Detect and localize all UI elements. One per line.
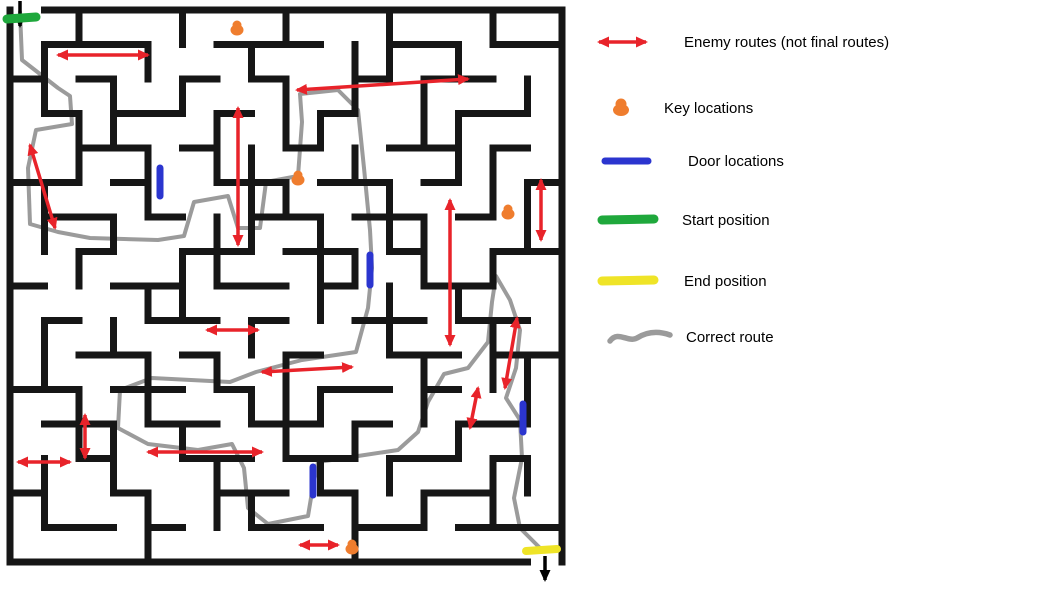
- legend-icons-layer: [597, 36, 673, 344]
- enemy-route-arrow: [27, 143, 58, 230]
- enemy-route-arrow: [295, 74, 470, 95]
- end-position-icon: [597, 275, 659, 286]
- legend-label-enemy-routes: Enemy routes (not final routes): [684, 34, 890, 51]
- key-location: [347, 539, 357, 549]
- key-location: [232, 20, 242, 30]
- end-position-marker: [522, 545, 561, 555]
- correct-route-icon: [607, 329, 673, 344]
- enemy-route-arrow: [466, 386, 482, 430]
- key-location: [503, 204, 513, 214]
- start-position-icon: [597, 214, 659, 225]
- legend-label-end-position: End position: [684, 273, 767, 290]
- enemy-route-arrow: [260, 362, 354, 377]
- legend-label-door-locations: Door locations: [688, 153, 784, 170]
- walls-layer: [6, 6, 566, 566]
- markers-layer: [2, 1, 561, 582]
- legend-label-correct-route: Correct route: [686, 329, 774, 346]
- legend-label-start-position: Start position: [682, 212, 770, 229]
- key-location: [293, 170, 303, 180]
- enemy-route-arrow: [501, 316, 521, 390]
- route-layer: [18, 10, 542, 550]
- key-locations-icon: [615, 98, 627, 110]
- start-position-marker: [2, 12, 41, 24]
- correct-route-path: [18, 10, 542, 550]
- legend-label-key-locations: Key locations: [664, 100, 754, 117]
